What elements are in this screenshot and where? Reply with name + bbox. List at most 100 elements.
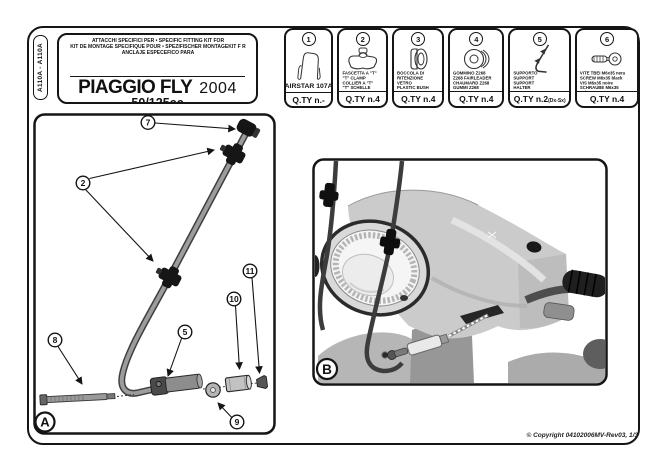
t-clamp-icon	[346, 47, 380, 71]
panel-b-label: B	[315, 357, 339, 381]
part-description-line: SUPPORT	[513, 75, 535, 81]
header-line-1: ATTACCHI SPECIFICI PER • SPECIFIC FITTIN…	[91, 38, 224, 44]
callout-9: 9	[229, 414, 245, 430]
part-description-line: BOCCOLA DI RITENZIONE	[397, 71, 425, 81]
part-number-badge: 4	[469, 32, 484, 46]
bush-icon	[403, 47, 433, 71]
svg-text:B: B	[322, 362, 332, 377]
t-clamp-upper	[219, 143, 246, 166]
brake-lever-pod	[543, 302, 575, 321]
svg-text:7: 7	[146, 117, 151, 127]
header-divider-top	[70, 75, 245, 77]
part-quantity: Q.TY n.-	[286, 92, 332, 107]
long-bolt	[39, 393, 116, 406]
part-description-line: VITE TBEI M6x35 nera	[580, 71, 626, 76]
part-quantity: Q.TY n.4	[339, 91, 387, 106]
part-description-line: PLASTIC BUSH	[397, 85, 429, 91]
grommet-icon	[461, 47, 491, 71]
svg-text:9: 9	[235, 417, 240, 427]
mirror-hole	[526, 241, 542, 253]
part-description-line: GUMMI Z268	[453, 85, 480, 91]
callout-7: 7	[140, 114, 156, 131]
part-description-line: HALTER	[513, 85, 531, 91]
callout-8: 8	[47, 332, 63, 348]
part-quantity: Q.TY n.4	[394, 91, 443, 106]
svg-text:A: A	[40, 415, 50, 430]
svg-text:10: 10	[229, 294, 239, 304]
copyright-note: © Copyright 04102006MV-Rev03, 1/3	[526, 432, 639, 439]
support-sleeve	[149, 373, 203, 396]
washer	[205, 382, 221, 398]
svg-text:8: 8	[53, 335, 58, 345]
part-box-1: 1 AIRSTAR 107A Q.TY n.-	[284, 28, 334, 108]
svg-text:5: 5	[183, 327, 188, 337]
part-description-line: SCHRAUBE M6x35 schwarz	[580, 85, 619, 91]
part-description-line: SCREW M6x35 black	[580, 75, 623, 81]
end-cap	[256, 375, 269, 389]
insertion-bolt	[387, 333, 450, 360]
part-quantity: Q.TY n.2(Dx-Sx)	[510, 91, 570, 106]
part-number-badge: 3	[411, 32, 426, 46]
t-clamp-lower	[155, 266, 182, 289]
header: ATTACCHI SPECIFICI PER • SPECIFIC FITTIN…	[57, 33, 258, 104]
support-rod-icon	[525, 44, 555, 73]
windscreen-icon	[295, 47, 323, 83]
mounting-slot	[460, 305, 504, 324]
model-title: PIAGGIO FLY	[78, 76, 193, 98]
screw-icon	[590, 47, 624, 71]
panel-a-label: A	[34, 411, 56, 433]
part-description-line: "T" CLAMP	[342, 75, 366, 81]
sheet-border	[27, 26, 640, 445]
callout-10: 10	[226, 291, 242, 307]
part-number-badge: 1	[301, 32, 316, 46]
callout-2: 2	[75, 175, 91, 191]
part-number-badge: 5	[532, 32, 547, 46]
svg-text:2: 2	[81, 178, 86, 188]
part-quantity: Q.TY n.4	[577, 91, 637, 106]
insertion-path-dotted-line	[448, 314, 489, 337]
kit-code: A110A - A110A	[37, 43, 44, 92]
panel-b-installation-photo: B	[312, 158, 608, 386]
model-year: 2004	[199, 79, 237, 97]
part-main-label: AIRSTAR 107A	[284, 83, 333, 90]
part-quantity: Q.TY n.4	[450, 91, 503, 106]
part-description-line: SUPPORT	[513, 80, 535, 86]
panel-a-exploded-diagram: 7 2 8 5 10 11 9 A	[33, 113, 276, 435]
part-description-line: Z268 FAIRLEADER	[453, 75, 492, 81]
assembly-axis-dashes-left	[116, 394, 135, 397]
scooter-front-photo	[315, 161, 605, 383]
part-description-line: VETRO	[397, 80, 413, 86]
part-description-line: CHAUMARD Z268	[453, 80, 490, 86]
part-number-badge: 2	[355, 32, 370, 46]
headlight	[319, 219, 431, 317]
engine-size: 50/125cc	[131, 95, 184, 104]
part-description-line: COLLIER A "T"	[342, 80, 373, 86]
screen-knob	[236, 118, 261, 138]
callout-11: 11	[242, 263, 258, 279]
panel-b-border	[312, 158, 608, 386]
part-description-line: SUPPORTO	[513, 71, 538, 76]
callouts: 7 2 8 5 10 11 9	[47, 114, 258, 430]
header-line-2: KIT DE MONTAGE SPECIFIQUE POUR • SPEZIFI…	[69, 44, 246, 50]
callout-5: 5	[177, 324, 193, 340]
svg-text:11: 11	[246, 266, 255, 276]
part-description-line: "T" SCHELLE	[342, 85, 371, 91]
part-description: SUPPORTOSUPPORTSUPPORTHALTERSOPORTE	[510, 71, 569, 91]
support-tube	[118, 131, 249, 397]
handlebar-grip	[562, 269, 605, 298]
callout-arrows	[57, 122, 263, 418]
part-description-line: FASCETTA A "T"	[342, 71, 377, 76]
kit-code-box: A110A - A110A	[33, 35, 48, 100]
header-line-3: ANCLAJE ESPECEFICO PARA	[121, 50, 194, 56]
part-description-line: GOMMINO Z268	[453, 71, 486, 76]
